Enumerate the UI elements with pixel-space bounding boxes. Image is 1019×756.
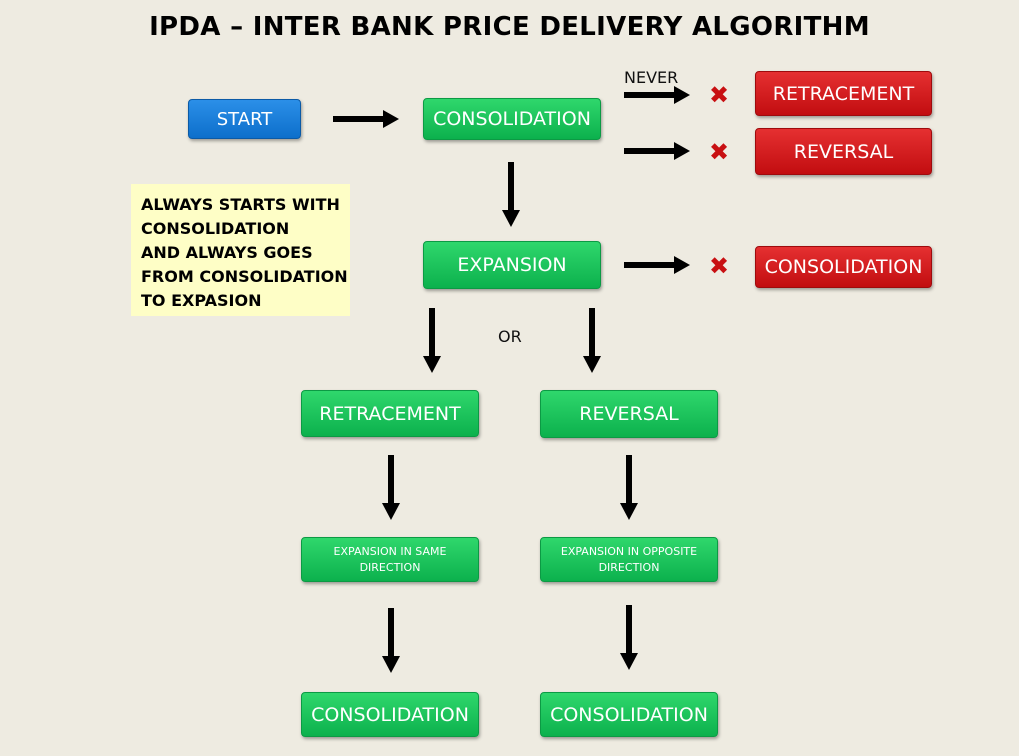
start-node: START <box>188 99 301 139</box>
rule-note: ALWAYS STARTS WITH CONSOLIDATION AND ALW… <box>131 184 350 316</box>
note-line: CONSOLIDATION <box>141 219 290 238</box>
reversal-node: REVERSAL <box>540 390 718 438</box>
or-label: OR <box>498 327 522 346</box>
arrow-retracement-to-expansion-same <box>382 455 400 520</box>
arrow-never-retracement <box>624 86 690 104</box>
arrow-consolidation-to-expansion <box>502 162 520 227</box>
x-mark-icon: ✖ <box>709 81 730 109</box>
consolidation-final-right-node: CONSOLIDATION <box>540 692 718 737</box>
note-line: ALWAYS STARTS WITH <box>141 195 340 214</box>
arrow-never-reversal <box>624 142 690 160</box>
expansion-node: EXPANSION <box>423 241 601 289</box>
arrow-start-to-consolidation <box>333 110 399 128</box>
arrow-reversal-to-expansion-opposite <box>620 455 638 520</box>
retracement-node: RETRACEMENT <box>301 390 479 437</box>
note-line: AND ALWAYS GOES <box>141 243 313 262</box>
arrow-expansion-to-retracement <box>423 308 441 373</box>
arrow-opposite-to-consolidation <box>620 605 638 670</box>
never-reversal-node: REVERSAL <box>755 128 932 175</box>
arrow-never-consolidation <box>624 256 690 274</box>
consolidation-node: CONSOLIDATION <box>423 98 601 140</box>
arrow-same-to-consolidation <box>382 608 400 673</box>
x-mark-icon: ✖ <box>709 252 730 280</box>
diagram-title: IPDA – INTER BANK PRICE DELIVERY ALGORIT… <box>149 12 870 42</box>
note-line: TO EXPASION <box>141 291 262 310</box>
arrow-expansion-to-reversal <box>583 308 601 373</box>
expansion-same-direction-node: EXPANSION IN SAME DIRECTION <box>301 537 479 582</box>
note-line: FROM CONSOLIDATION <box>141 267 348 286</box>
never-label: NEVER <box>624 68 679 87</box>
expansion-opposite-direction-node: EXPANSION IN OPPOSITE DIRECTION <box>540 537 718 582</box>
x-mark-icon: ✖ <box>709 138 730 166</box>
never-retracement-node: RETRACEMENT <box>755 71 932 116</box>
consolidation-final-left-node: CONSOLIDATION <box>301 692 479 737</box>
never-consolidation-node: CONSOLIDATION <box>755 246 932 288</box>
